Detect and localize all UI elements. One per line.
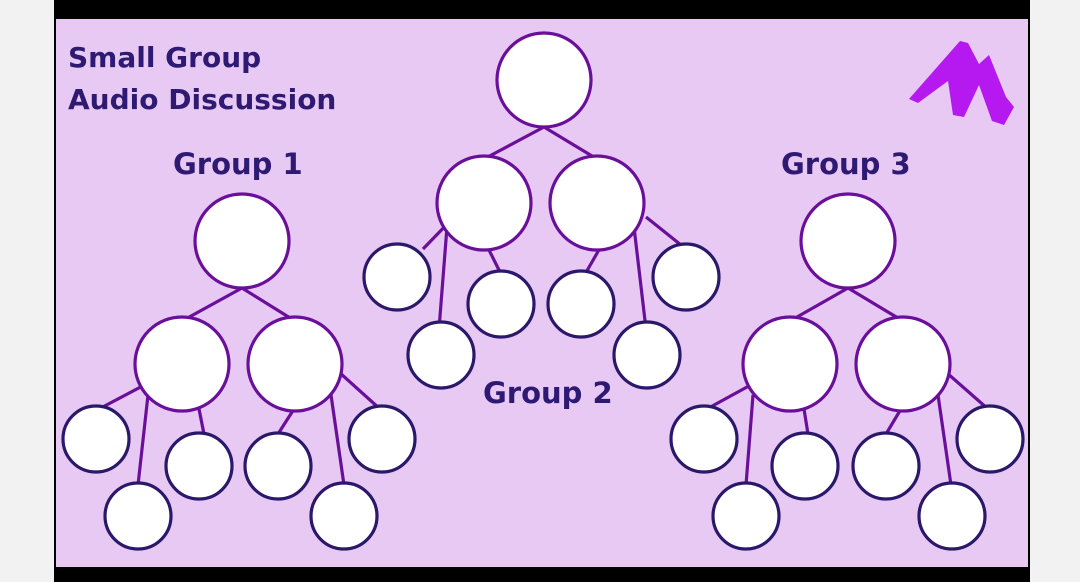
group-3-member-node	[955, 404, 1025, 474]
title-line-1: Small Group	[68, 41, 262, 74]
group-2-member-node	[362, 242, 432, 312]
group-3-member-node	[669, 404, 739, 474]
group-1-node	[133, 315, 231, 413]
group-1-member-node	[103, 481, 173, 551]
group-3-tree	[669, 192, 1025, 551]
group-1-label: Group 1	[173, 147, 303, 181]
group-2-node	[435, 154, 533, 252]
group-2-member-node	[546, 269, 616, 339]
group-2-tree	[362, 31, 721, 390]
group-2-leader-node	[495, 31, 593, 129]
group-1-leader-node	[193, 192, 291, 290]
group-1-tree	[61, 192, 417, 551]
group-3-member-node	[770, 431, 840, 501]
group-1-member-node	[164, 431, 234, 501]
group-trees-diagram	[61, 31, 1025, 551]
group-3-label: Group 3	[781, 147, 911, 181]
group-2-member-node	[651, 242, 721, 312]
group-3-member-node	[917, 481, 987, 551]
diagram-title: Small Group Audio Discussion	[68, 37, 336, 121]
group-1-member-node	[347, 404, 417, 474]
title-line-2: Audio Discussion	[68, 83, 337, 116]
frame: Small Group Audio Discussion Group 1 Gro…	[54, 0, 1030, 582]
group-1-node	[246, 315, 344, 413]
group-1-member-node	[61, 404, 131, 474]
m-logo-icon	[909, 41, 1014, 125]
group-2-member-node	[406, 320, 476, 390]
group-1-member-node	[243, 431, 313, 501]
group-2-label: Group 2	[483, 376, 613, 410]
group-1-member-node	[309, 481, 379, 551]
group-2-member-node	[466, 269, 536, 339]
group-3-node	[854, 315, 952, 413]
slide-canvas: Small Group Audio Discussion Group 1 Gro…	[56, 19, 1028, 567]
group-3-node	[741, 315, 839, 413]
group-3-member-node	[851, 431, 921, 501]
group-3-member-node	[711, 481, 781, 551]
group-3-leader-node	[799, 192, 897, 290]
group-2-node	[548, 154, 646, 252]
group-2-member-node	[612, 320, 682, 390]
